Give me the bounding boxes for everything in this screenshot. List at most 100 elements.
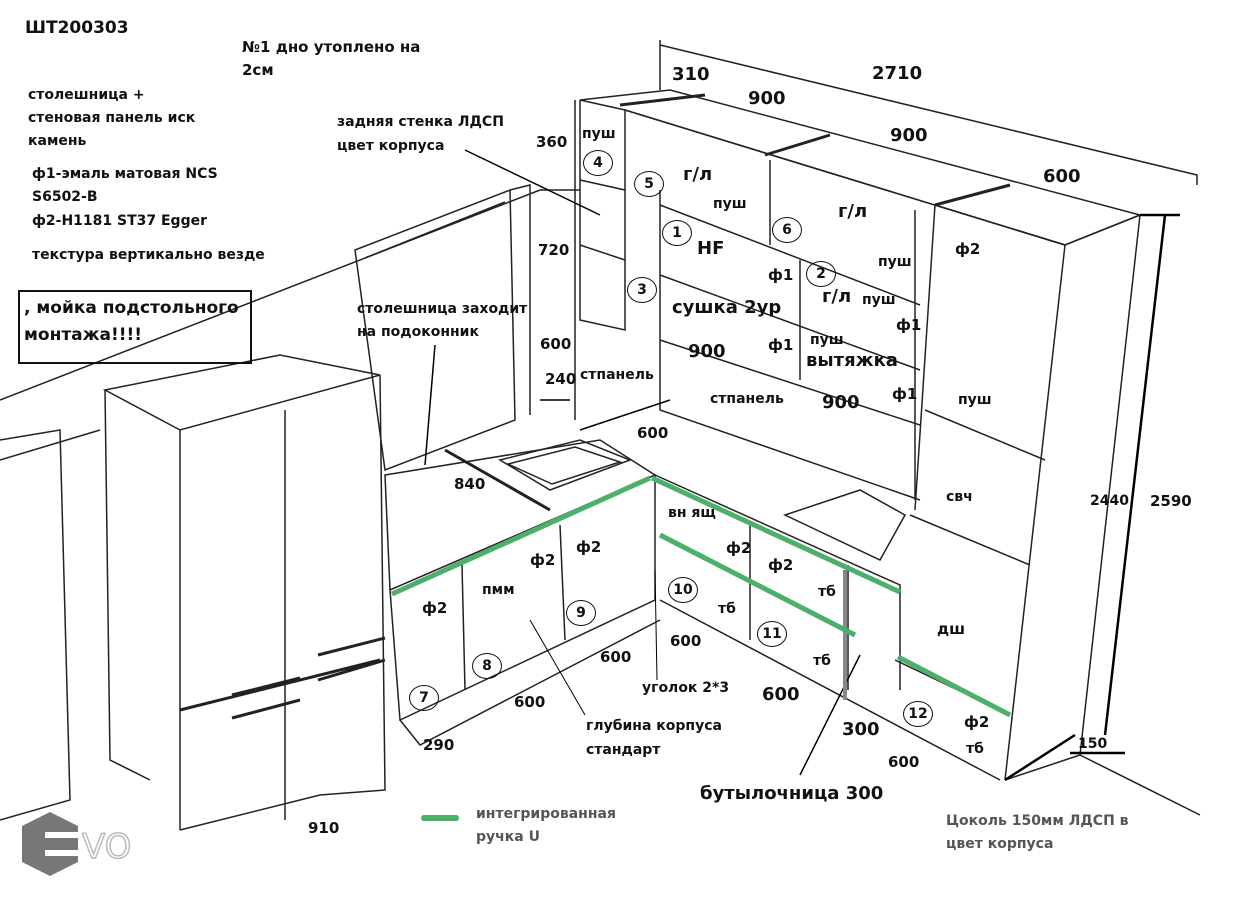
module-number: 11 [757, 621, 787, 647]
cabinet-label: г/л [838, 201, 868, 222]
evo-logo: VO [22, 812, 132, 876]
module-number: 2 [806, 261, 836, 287]
corner-note: уголок 2*3 [642, 680, 730, 696]
bottom-note: 2см [242, 61, 274, 79]
countertop-window-note: на подоконник [357, 324, 479, 340]
dimension-label: 600 [600, 648, 632, 666]
dimension-label: 840 [454, 475, 486, 493]
dimension-label: 910 [308, 819, 340, 837]
module-number: 6 [772, 217, 802, 243]
dimension-label: 600 [514, 693, 546, 711]
dimension-label: 600 [762, 684, 800, 705]
cabinet-label: пуш [582, 126, 616, 142]
dimension-label: 900 [688, 341, 726, 362]
legend-label: ручка U [476, 829, 540, 845]
facade-note: ф1-эмаль матовая NCS [32, 166, 218, 182]
sink-warning-text: , мойка подстольного [24, 298, 239, 318]
cabinet-label: ф2 [422, 599, 448, 617]
cabinet-label: ф2 [576, 538, 602, 556]
cabinet-label: пуш [958, 392, 992, 408]
back-wall-note: задняя стенка ЛДСП [337, 114, 504, 130]
handle-line [658, 532, 857, 638]
module-number: 7 [409, 685, 439, 711]
facade-note: ф2-H1181 ST37 Egger [32, 213, 207, 229]
dimension-label: 600 [637, 424, 669, 442]
plinth-note: цвет корпуса [946, 836, 1054, 852]
legend-label: интегрированная [476, 806, 616, 822]
cabinet-label: HF [697, 238, 725, 259]
countertop-window-note: столешница заходит [357, 301, 528, 317]
cabinet-label: пуш [862, 292, 896, 308]
depth-note: стандарт [586, 742, 661, 758]
cabinet-label: ф1 [768, 336, 794, 354]
cabinet-label: вытяжка [806, 350, 898, 371]
cabinet-label: ф2 [964, 713, 990, 731]
dimension-label: 600 [670, 632, 702, 650]
dimension-label: 2710 [872, 63, 923, 84]
cabinet-label: пуш [810, 332, 844, 348]
drawing-title: ШТ200303 [25, 18, 129, 38]
dimension-label: 2590 [1150, 492, 1192, 510]
cabinet-label: ф2 [530, 551, 556, 569]
dimension-label: 900 [748, 88, 786, 109]
cabinet-label: г/л [683, 164, 713, 185]
cabinet-label: тб [813, 653, 831, 669]
cabinet-label: г/л [822, 286, 852, 307]
integrated-handles [390, 475, 1012, 718]
cabinet-label: ф2 [726, 539, 752, 557]
sink-warning-text: монтажа!!!! [24, 325, 143, 345]
cabinet-label: сушка 2ур [672, 297, 782, 318]
facade-note: S6502-B [32, 189, 98, 205]
cabinet-label: ф1 [896, 316, 922, 334]
sink-warning-box [18, 290, 252, 364]
dimension-label: 600 [1043, 166, 1081, 187]
dimension-label: 2440 [1090, 493, 1129, 509]
texture-note: текстура вертикально везде [32, 247, 265, 263]
cabinet-label: пмм [482, 582, 515, 598]
dimension-label: 290 [423, 736, 455, 754]
module-number: 1 [662, 220, 692, 246]
module-number: 12 [903, 701, 933, 727]
dimension-label: 300 [842, 719, 880, 740]
cabinet-label: тб [818, 584, 836, 600]
cabinet-label: стпанель [580, 367, 654, 383]
cabinet-label: тб [966, 741, 984, 757]
dimension-label: 310 [672, 64, 710, 85]
cabinet-label: ф1 [768, 266, 794, 284]
module-number: 8 [472, 653, 502, 679]
cabinet-label: вн ящ [668, 505, 716, 521]
countertop-note: стеновая панель иск [28, 110, 196, 126]
module-number: 4 [583, 150, 613, 176]
countertop-note: столешница + [28, 87, 145, 103]
dimension-label: 600 [540, 335, 572, 353]
cabinet-label: пуш [878, 254, 912, 270]
module-number: 10 [668, 577, 698, 603]
module-number: 3 [627, 277, 657, 303]
countertop-note: камень [28, 133, 87, 149]
back-wall-note: цвет корпуса [337, 138, 445, 154]
cabinet-label: дш [937, 620, 966, 638]
dimension-label: 600 [888, 753, 920, 771]
cabinet-label: свч [946, 489, 973, 505]
plinth-note: Цоколь 150мм ЛДСП в [946, 813, 1129, 829]
dimension-label: 900 [822, 392, 860, 413]
dimension-label: 900 [890, 125, 928, 146]
module-number: 9 [566, 600, 596, 626]
handle-line [650, 475, 902, 595]
cabinet-label: ф2 [955, 240, 981, 258]
cabinet-label: ф2 [768, 556, 794, 574]
bottle-note: бутылочница 300 [700, 783, 884, 804]
handle-line [896, 654, 1012, 718]
dimension-label: 240 [545, 370, 577, 388]
cabinet-label: пуш [713, 196, 747, 212]
cabinet-label: стпанель [710, 391, 784, 407]
cabinet-label: ф1 [892, 385, 918, 403]
module-number: 5 [634, 171, 664, 197]
bottom-note: №1 дно утоплено на [242, 38, 421, 56]
dimension-label: 360 [536, 133, 568, 151]
depth-note: глубина корпуса [586, 718, 722, 734]
svg-text:VO: VO [82, 827, 131, 867]
dimension-label: 150 [1078, 736, 1108, 752]
handle-line [390, 475, 652, 597]
